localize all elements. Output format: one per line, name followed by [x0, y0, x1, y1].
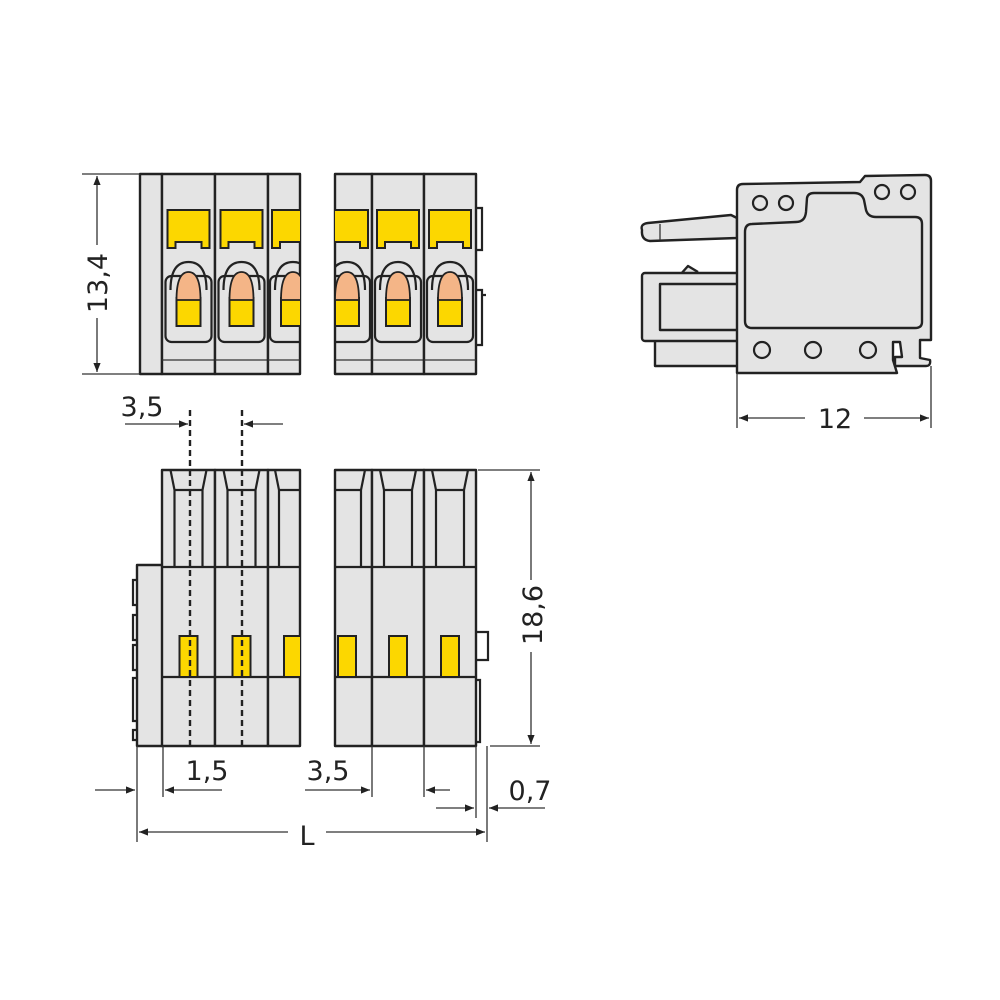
push-button [166, 209, 211, 249]
pole-bottom [160, 468, 217, 748]
contact-window [440, 635, 460, 678]
end-plate-ribs [131, 578, 137, 742]
pole-top [160, 172, 217, 376]
drawing-stroke [378, 260, 418, 291]
pole-top [333, 172, 374, 376]
contact-window [283, 635, 300, 678]
drawing-stroke [899, 183, 917, 201]
push-button [428, 209, 472, 249]
dim-0-7-label: 0,7 [509, 776, 552, 807]
drawing-stroke [335, 260, 367, 291]
front-view [138, 172, 486, 376]
side-latch [476, 206, 486, 347]
clamp-opening [228, 271, 255, 301]
clamp-opening [385, 271, 411, 301]
contact-window [388, 635, 408, 678]
drawing-stroke [803, 340, 823, 360]
drawing-stroke [335, 297, 360, 327]
poles-top [160, 172, 478, 376]
dim-18-6-label: 18,6 [518, 585, 549, 645]
dim-1-5-label: 1,5 [186, 756, 229, 787]
drawing-stroke [169, 260, 208, 291]
plug-inner [658, 282, 741, 332]
drawing-stroke [422, 172, 478, 376]
dimension-height-front: 13,4 [82, 173, 140, 375]
dimension-bottom-row: 1,5 3,5 0,7 L [95, 746, 551, 852]
dim-12-label: 12 [818, 404, 852, 435]
drawing-stroke [430, 260, 470, 291]
end-plate-bottom [135, 563, 165, 748]
poles-bottom [160, 468, 478, 748]
drawing-stroke [437, 297, 463, 327]
release-lever [640, 213, 739, 243]
mounting-holes [751, 183, 917, 360]
pole-top [213, 172, 270, 376]
pole-bottom [422, 468, 478, 748]
clamp-opening [437, 271, 463, 301]
clamp-opening [280, 271, 300, 301]
drawing-stroke [222, 260, 261, 291]
push-button [376, 209, 420, 249]
pole-bottom [266, 468, 302, 748]
drawing-stroke [175, 297, 202, 327]
drawing-stroke [858, 340, 878, 360]
clamp-opening [335, 271, 360, 301]
drawing-stroke [273, 470, 300, 567]
dim-13-4-label: 13,4 [83, 253, 114, 313]
end-plate [138, 172, 164, 376]
drawing-stroke [280, 297, 300, 327]
dimension-depth-side: 12 [736, 366, 932, 435]
drawing-stroke [751, 194, 769, 212]
push-button [219, 209, 264, 249]
drawing-stroke [873, 183, 891, 201]
dimension-pitch-top: 3,5 [121, 392, 283, 428]
drawing-stroke [422, 468, 478, 748]
push-button [271, 209, 300, 249]
drawing-stroke [430, 470, 470, 567]
pole-bottom [333, 468, 374, 748]
inner-panel [743, 191, 924, 330]
drawing-stroke [273, 260, 300, 291]
drawing-stroke [131, 578, 137, 742]
drawing-stroke [333, 468, 374, 748]
drawing-stroke [752, 340, 772, 360]
dim-3-5-bottom-label: 3,5 [307, 756, 350, 787]
push-button [335, 209, 369, 249]
contact-window [178, 635, 199, 678]
clamp-opening [175, 271, 202, 301]
pole-bottom [370, 468, 426, 748]
drawing-stroke [160, 468, 217, 748]
side-view [640, 173, 933, 375]
pole-top [422, 172, 478, 376]
dim-3-5-top-label: 3,5 [121, 392, 164, 423]
dimension-height-bottom: 18,6 [478, 469, 549, 747]
drawing-stroke [169, 470, 208, 567]
side-latch-bottom [476, 630, 490, 744]
drawing-stroke [385, 297, 411, 327]
dim-length-label: L [299, 821, 314, 852]
contact-window [337, 635, 357, 678]
drawing-stroke [266, 468, 302, 748]
pole-top [266, 172, 302, 376]
drawing-stroke [378, 470, 418, 567]
drawing-stroke [370, 468, 426, 748]
drawing-stroke [777, 194, 795, 212]
bottom-view [131, 410, 490, 748]
drawing-stroke [228, 297, 255, 327]
pole-top [370, 172, 426, 376]
lower-foot [653, 336, 741, 368]
drawing-stroke [335, 470, 367, 567]
